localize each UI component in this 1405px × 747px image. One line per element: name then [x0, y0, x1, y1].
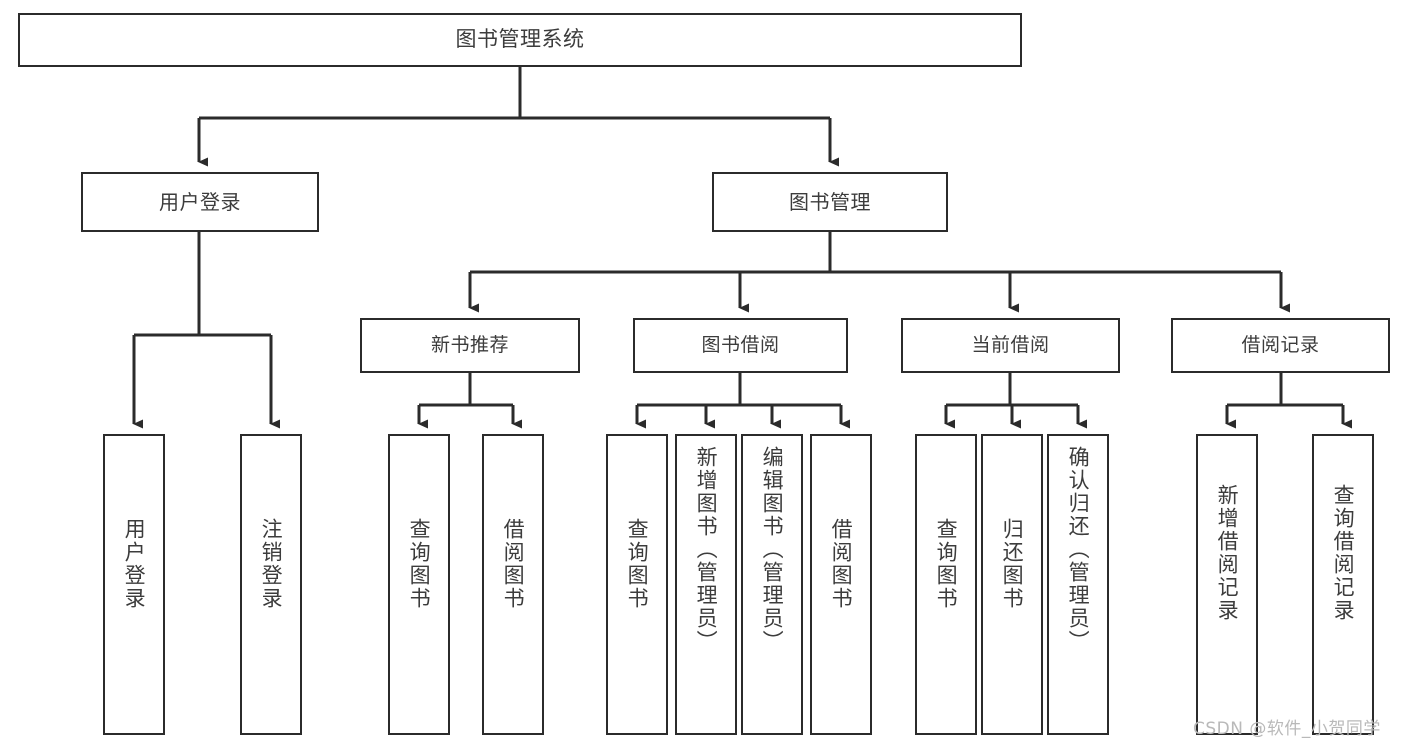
node-leaf-query-borrow-record[interactable]: 查询借阅记录 [1312, 434, 1374, 735]
node-book-manage[interactable]: 图书管理 [712, 172, 948, 232]
leaf-label: 查询图书 [625, 518, 650, 610]
leaf-label: 新增借阅记录 [1215, 484, 1240, 622]
node-leaf-edit-book-admin[interactable]: 编辑图书（管理员） [741, 434, 803, 735]
leaf-label: 编辑图书（管理员） [760, 446, 785, 653]
node-book-borrow[interactable]: 图书借阅 [633, 318, 848, 373]
node-leaf-add-book-admin[interactable]: 新增图书（管理员） [675, 434, 737, 735]
leaf-label: 查询图书 [407, 518, 432, 610]
leaf-label: 归还图书 [1000, 518, 1025, 610]
leaf-label: 查询图书 [934, 518, 959, 610]
leaf-label: 借阅图书 [501, 518, 526, 610]
node-leaf-borrow-book-1[interactable]: 借阅图书 [482, 434, 544, 735]
leaf-label: 注销登录 [259, 518, 284, 610]
node-root[interactable]: 图书管理系统 [18, 13, 1022, 67]
leaf-label: 借阅图书 [829, 518, 854, 610]
node-leaf-query-book-3[interactable]: 查询图书 [915, 434, 977, 735]
node-borrow-record[interactable]: 借阅记录 [1171, 318, 1390, 373]
node-leaf-user-logout[interactable]: 注销登录 [240, 434, 302, 735]
leaf-label: 确认归还（管理员） [1066, 446, 1091, 653]
leaf-label: 查询借阅记录 [1331, 484, 1356, 622]
node-leaf-return-book[interactable]: 归还图书 [981, 434, 1043, 735]
node-leaf-query-book-1[interactable]: 查询图书 [388, 434, 450, 735]
node-leaf-borrow-book-2[interactable]: 借阅图书 [810, 434, 872, 735]
csdn-watermark: CSDN @软件_小贺同学 [1193, 719, 1381, 739]
node-current-borrow[interactable]: 当前借阅 [901, 318, 1120, 373]
node-leaf-query-book-2[interactable]: 查询图书 [606, 434, 668, 735]
node-new-book-recommend[interactable]: 新书推荐 [360, 318, 580, 373]
leaf-label: 新增图书（管理员） [694, 446, 719, 653]
node-user-login[interactable]: 用户登录 [81, 172, 319, 232]
node-leaf-confirm-return-admin[interactable]: 确认归还（管理员） [1047, 434, 1109, 735]
leaf-label: 用户登录 [122, 518, 147, 610]
node-leaf-add-borrow-record[interactable]: 新增借阅记录 [1196, 434, 1258, 735]
node-leaf-user-login[interactable]: 用户登录 [103, 434, 165, 735]
